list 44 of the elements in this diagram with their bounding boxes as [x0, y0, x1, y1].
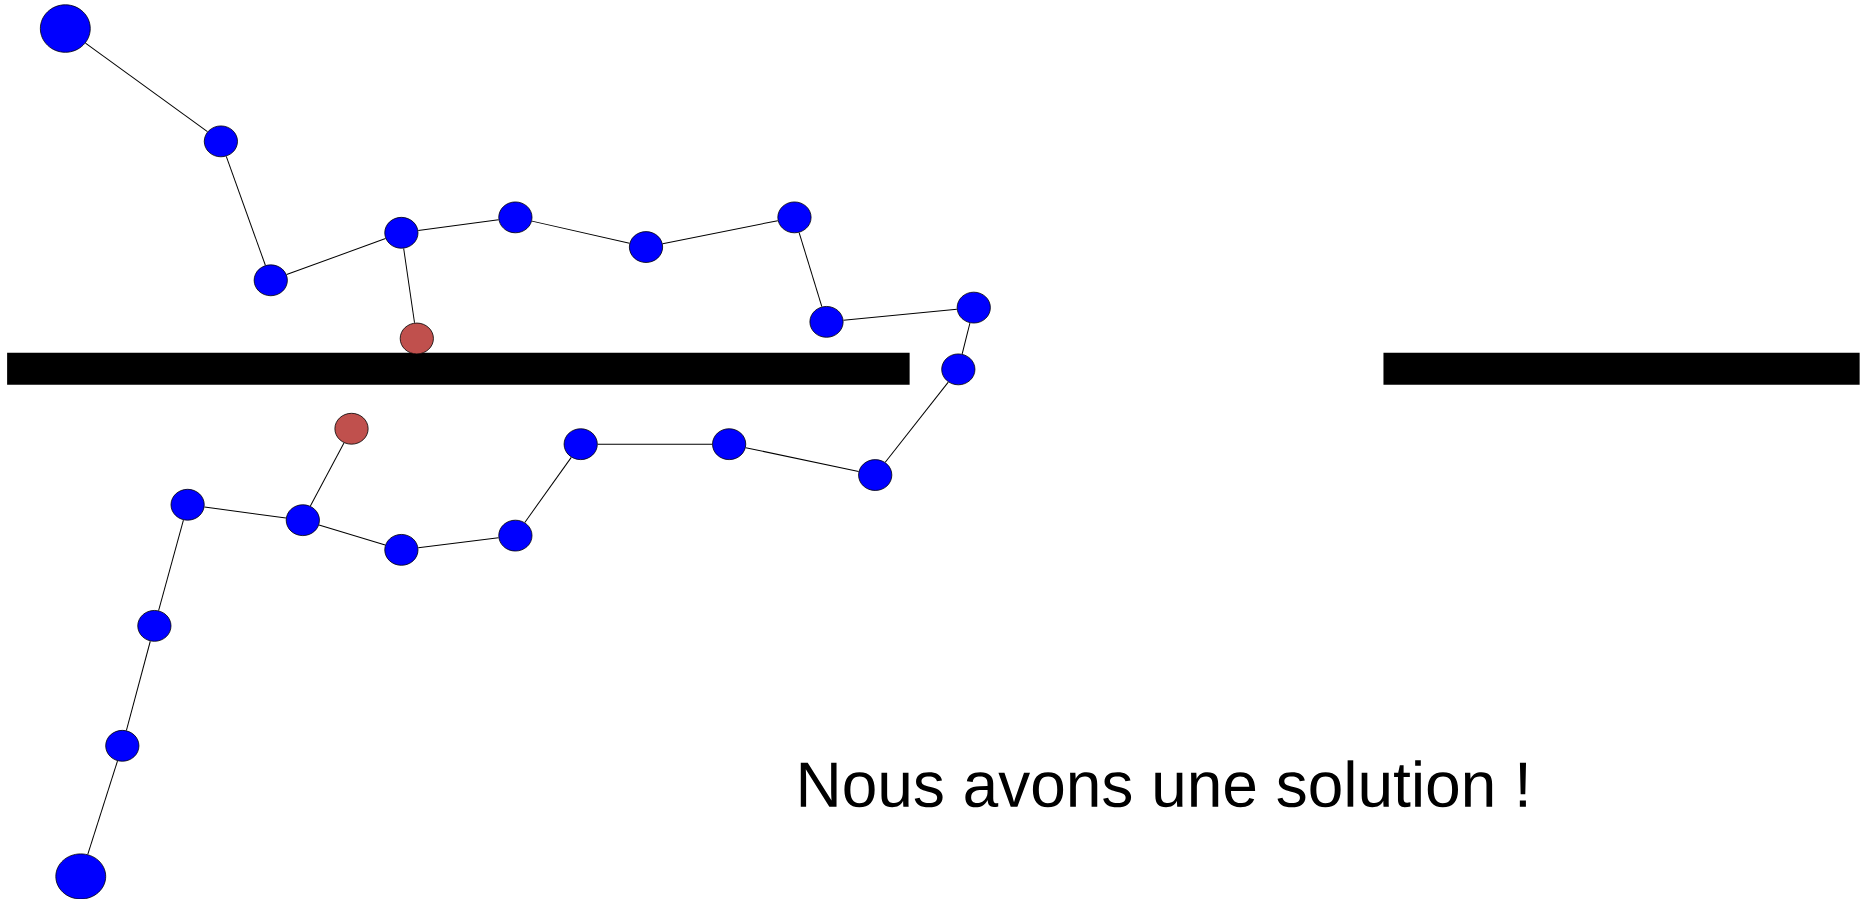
bead: [137, 610, 172, 642]
bead: [858, 459, 893, 491]
link-line: [842, 308, 958, 321]
link-line: [87, 760, 118, 855]
link-line: [286, 238, 387, 276]
bead: [563, 428, 598, 460]
link-line: [309, 442, 345, 507]
link-line: [403, 248, 416, 324]
bead: [384, 216, 419, 249]
link-line: [125, 640, 151, 731]
bead: [334, 412, 369, 445]
bead: [55, 853, 107, 899]
bead: [498, 519, 533, 552]
bead: [809, 306, 844, 338]
link-line: [204, 506, 287, 519]
bead: [384, 534, 419, 566]
bead: [956, 291, 991, 324]
bead: [498, 201, 533, 234]
link-line: [884, 381, 949, 463]
link-line: [417, 219, 500, 231]
link-line: [318, 524, 386, 546]
link-line: [961, 322, 971, 355]
link-line: [662, 220, 779, 245]
bead: [170, 488, 205, 521]
link-line: [158, 519, 184, 612]
bead: [285, 504, 320, 536]
caption-text: Nous avons une solution !: [800, 760, 1526, 808]
link-line: [597, 443, 713, 445]
bead: [203, 125, 238, 158]
bead: [399, 322, 434, 355]
link-line: [531, 220, 630, 244]
bead: [941, 353, 976, 386]
bead: [253, 264, 288, 297]
bead: [105, 729, 140, 762]
bead: [712, 428, 747, 460]
bead: [629, 231, 664, 263]
link-line: [798, 232, 823, 308]
bead: [777, 201, 812, 234]
link-line: [417, 537, 499, 549]
link-line: [85, 42, 208, 133]
bead: [39, 4, 91, 53]
link-line: [745, 447, 860, 473]
link-line: [524, 456, 572, 523]
link-line: [225, 155, 266, 266]
